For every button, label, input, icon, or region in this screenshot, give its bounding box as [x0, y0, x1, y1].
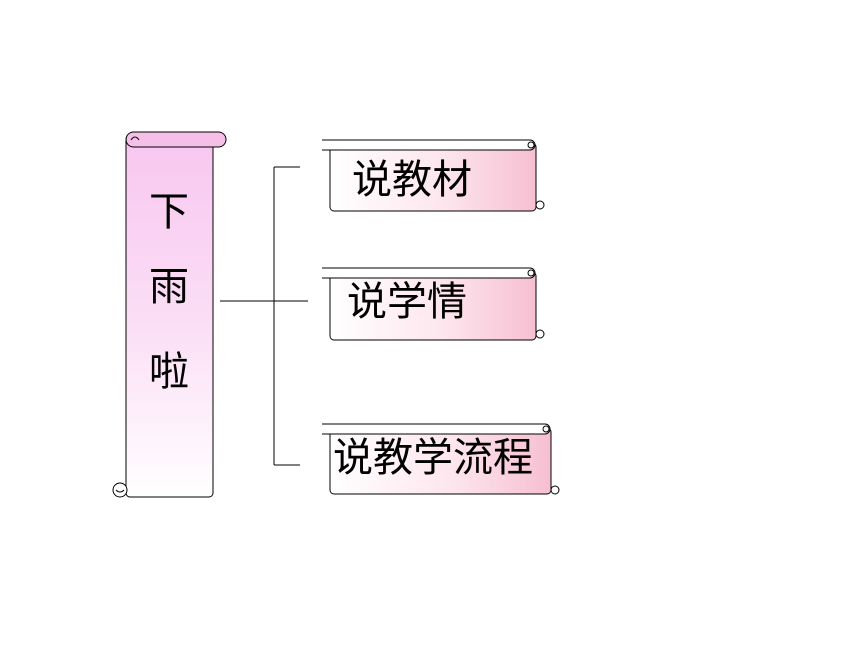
- branch-scroll-2: 说学情: [322, 267, 545, 341]
- branch-scroll-1: 说教材: [322, 139, 545, 212]
- branch-scroll-3: 说教学流程: [322, 423, 560, 495]
- connector-bracket: [220, 166, 308, 466]
- main-title-char-3: 啦: [149, 349, 189, 395]
- main-title-char-2: 雨: [149, 264, 189, 310]
- main-scroll: 下 雨 啦: [112, 131, 227, 498]
- branch-label-3: 说教学流程: [333, 435, 533, 481]
- branch-label-1: 说教材: [352, 157, 472, 203]
- branch-label-2: 说学情: [347, 279, 467, 325]
- main-title-char-1: 下: [149, 189, 189, 235]
